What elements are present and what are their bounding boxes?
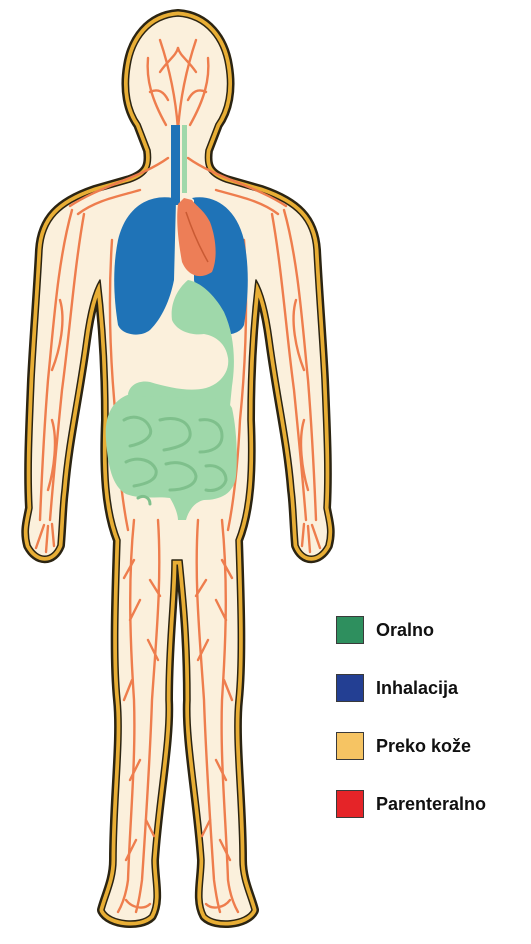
legend: Oralno Inhalacija Preko kože Parenteraln… bbox=[336, 614, 486, 820]
legend-label-parenteralno: Parenteralno bbox=[376, 794, 486, 815]
legend-swatch-oralno bbox=[336, 616, 364, 644]
legend-label-preko-koze: Preko kože bbox=[376, 736, 471, 757]
legend-item-inhalacija: Inhalacija bbox=[336, 672, 486, 704]
legend-item-oralno: Oralno bbox=[336, 614, 486, 646]
legend-label-oralno: Oralno bbox=[376, 620, 434, 641]
legend-item-parenteralno: Parenteralno bbox=[336, 788, 486, 820]
legend-item-preko-koze: Preko kože bbox=[336, 730, 486, 762]
legend-swatch-preko-koze bbox=[336, 732, 364, 760]
legend-swatch-inhalacija bbox=[336, 674, 364, 702]
trachea bbox=[171, 125, 187, 205]
legend-label-inhalacija: Inhalacija bbox=[376, 678, 458, 699]
legend-swatch-parenteralno bbox=[336, 790, 364, 818]
